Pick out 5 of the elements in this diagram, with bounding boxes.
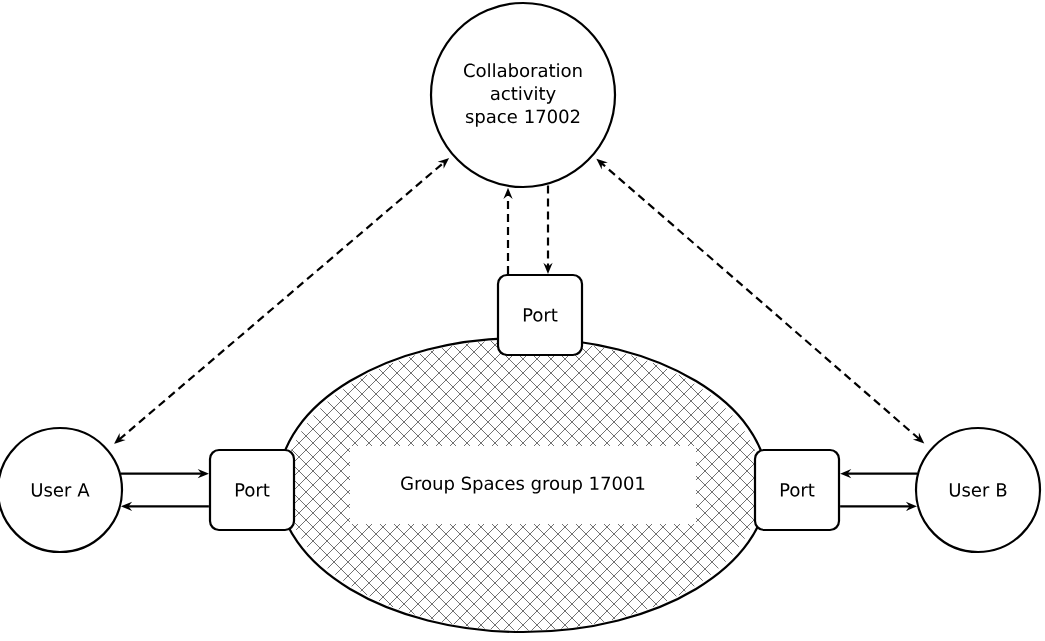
port-box: Port xyxy=(753,448,841,532)
port-box: Port xyxy=(208,448,296,532)
circle-node: Collaboration activity space 17002 xyxy=(429,1,617,189)
circle-node: User B xyxy=(914,426,1042,554)
port-box: Port xyxy=(496,273,584,357)
